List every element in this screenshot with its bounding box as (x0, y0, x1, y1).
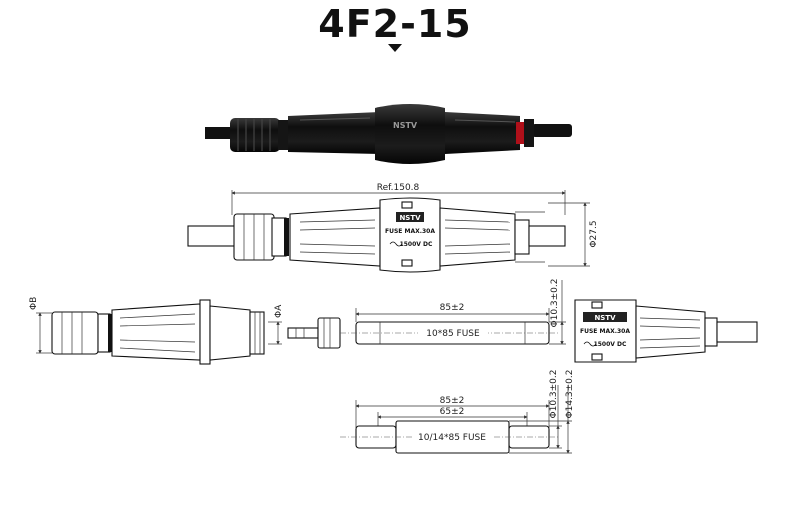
exploded-left-connector: ΦB ΦA (29, 297, 341, 365)
phi-b-label: ΦB (29, 297, 39, 310)
phi-a-label: ΦA (274, 304, 284, 318)
exploded-right-housing: NSTV FUSE MAX.30A 1500V DC (574, 299, 758, 363)
fuse-2-length-outer-label: 85±2 (440, 396, 465, 406)
fuse-2-label: 10/14*85 FUSE (418, 433, 486, 443)
fuse-1-length-label: 85±2 (440, 303, 465, 313)
overall-length-label: Ref.150.8 (377, 183, 420, 193)
fuse-2-diameter-small-label: Φ10.3±0.2 (549, 370, 559, 419)
housing-fuse-rating-label: FUSE MAX.30A (385, 228, 435, 235)
right-housing-voltage-label: 1500V DC (594, 341, 627, 348)
fuse-2-drawing: 85±2 65±2 10/14*85 FUSE Φ10.3±0.2 Φ14.3±… (340, 370, 575, 454)
fuse-1-label: 10*85 FUSE (426, 329, 480, 339)
photo-brand-mark: NSTV (393, 121, 418, 130)
page-title: 4F2-15 (318, 2, 472, 46)
housing-brand-label: NSTV (399, 214, 421, 222)
fuse-1-drawing: 85±2 10*85 FUSE Φ10.3±0.2 (340, 279, 566, 345)
title-pointer-icon (388, 44, 402, 52)
fuse-symbol-icon (389, 241, 403, 247)
fuse-2-diameter-large-label: Φ14.3±0.2 (565, 370, 575, 419)
product-photo: NSTV (205, 104, 572, 164)
housing-voltage-label: 1500V DC (400, 241, 433, 248)
fuse-1-diameter-label: Φ10.3±0.2 (550, 279, 560, 328)
right-housing-brand-label: NSTV (594, 314, 616, 322)
right-housing-fuse-rating-label: FUSE MAX.30A (580, 328, 630, 335)
assembled-side-view: Ref.150.8 Φ27.5 NSTV FUSE MAX.30A 1500V … (187, 183, 599, 273)
overall-diameter-label: Φ27.5 (589, 220, 599, 247)
fuse-2-length-inner-label: 65±2 (440, 407, 465, 417)
